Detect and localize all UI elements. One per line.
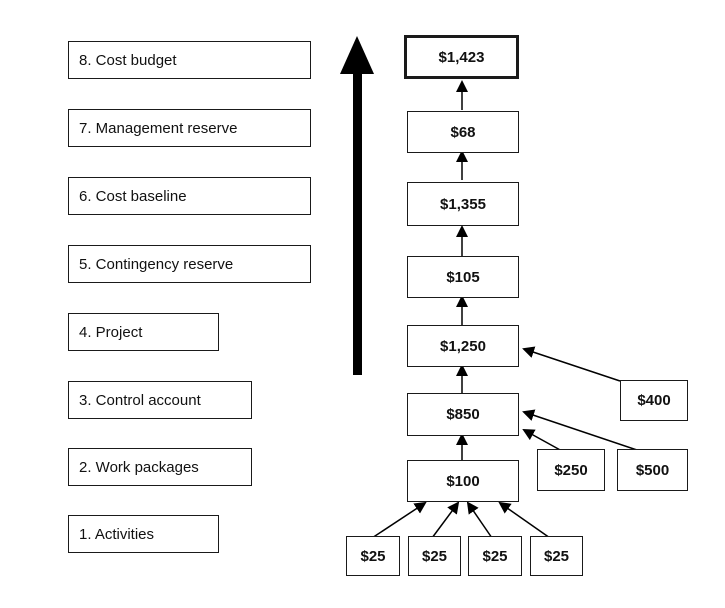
value-work-packages: $100 [407,460,519,502]
value-project: $1,250 [407,325,519,367]
value-work-package-2: $500 [617,449,688,491]
value-activity-3: $25 [468,536,522,576]
arrow-500-to-850 [522,409,641,452]
level-label-management-reserve: 7. Management reserve [68,109,311,147]
level-label-cost-baseline: 6. Cost baseline [68,177,311,215]
value-cost-budget: $1,423 [404,35,519,79]
value-control-account-other: $400 [620,380,688,421]
value-work-package-1: $250 [537,449,605,491]
value-activity-1: $25 [346,536,400,576]
arrow-250-to-850 [522,429,563,452]
value-activity-4: $25 [530,536,583,576]
big-up-arrow [340,36,374,375]
arrow-activity-1 [371,501,427,539]
level-label-contingency-reserve: 5. Contingency reserve [68,245,311,283]
level-label-activities: 1. Activities [68,515,219,553]
level-label-cost-budget: 8. Cost budget [68,41,311,79]
arrow-400-to-1250 [522,346,621,382]
arrow-activity-4 [498,501,551,539]
arrow-activity-3 [466,501,493,539]
arrow-activity-2 [431,501,460,539]
value-contingency-reserve: $105 [407,256,519,298]
value-control-account: $850 [407,393,519,436]
value-management-reserve: $68 [407,111,519,153]
level-label-control-account: 3. Control account [68,381,252,419]
level-label-work-packages: 2. Work packages [68,448,252,486]
value-activity-2: $25 [408,536,461,576]
level-label-project: 4. Project [68,313,219,351]
value-cost-baseline: $1,355 [407,182,519,226]
